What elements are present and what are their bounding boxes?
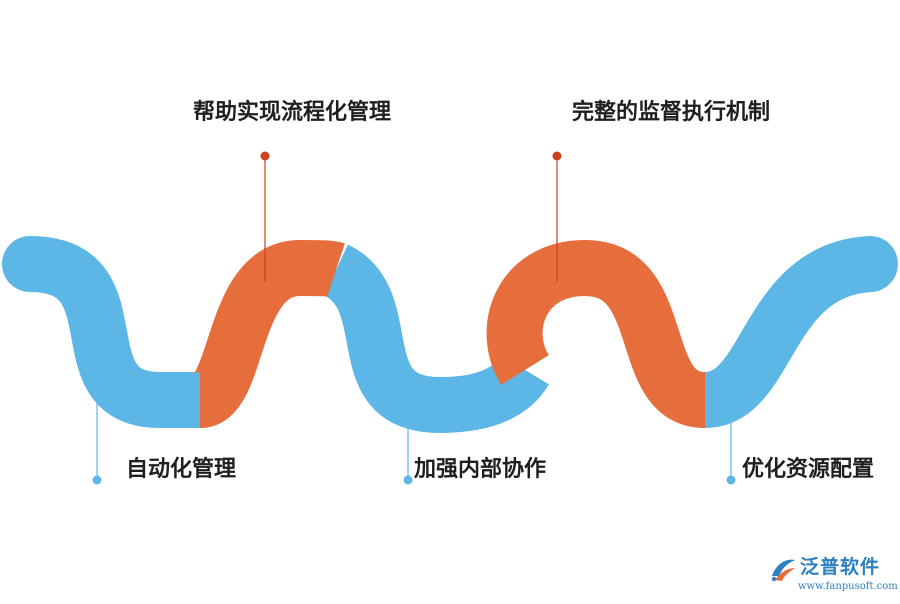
wave-segment-4: [486, 239, 708, 428]
step-label-process-management: 帮助实现流程化管理: [193, 100, 392, 125]
connector-dot-bottom-3: [726, 475, 736, 485]
brand-name: 泛普软件: [800, 556, 881, 578]
step-label-collaboration: 加强内部协作: [414, 457, 547, 482]
connector-dot-bottom-2: [403, 475, 413, 485]
wave-segment-3: [321, 244, 549, 434]
wave-segment-1: [2, 236, 228, 428]
wave-segment-5: [677, 236, 898, 428]
brand-watermark: 泛普软件 www.fanpusoft.com: [768, 554, 898, 596]
wave-segment-2: [190, 239, 345, 428]
step-label-supervision-mechanism: 完整的监督执行机制: [572, 100, 771, 125]
connector-dot-bottom-1: [92, 475, 102, 485]
fanpu-logo-icon: [771, 559, 795, 582]
connector-dot-top-1: [260, 151, 270, 161]
connector-dot-top-2: [552, 151, 562, 161]
brand-url: www.fanpusoft.com: [798, 581, 898, 592]
step-label-automation: 自动化管理: [126, 457, 237, 482]
step-label-resource-optimization: 优化资源配置: [742, 457, 875, 482]
